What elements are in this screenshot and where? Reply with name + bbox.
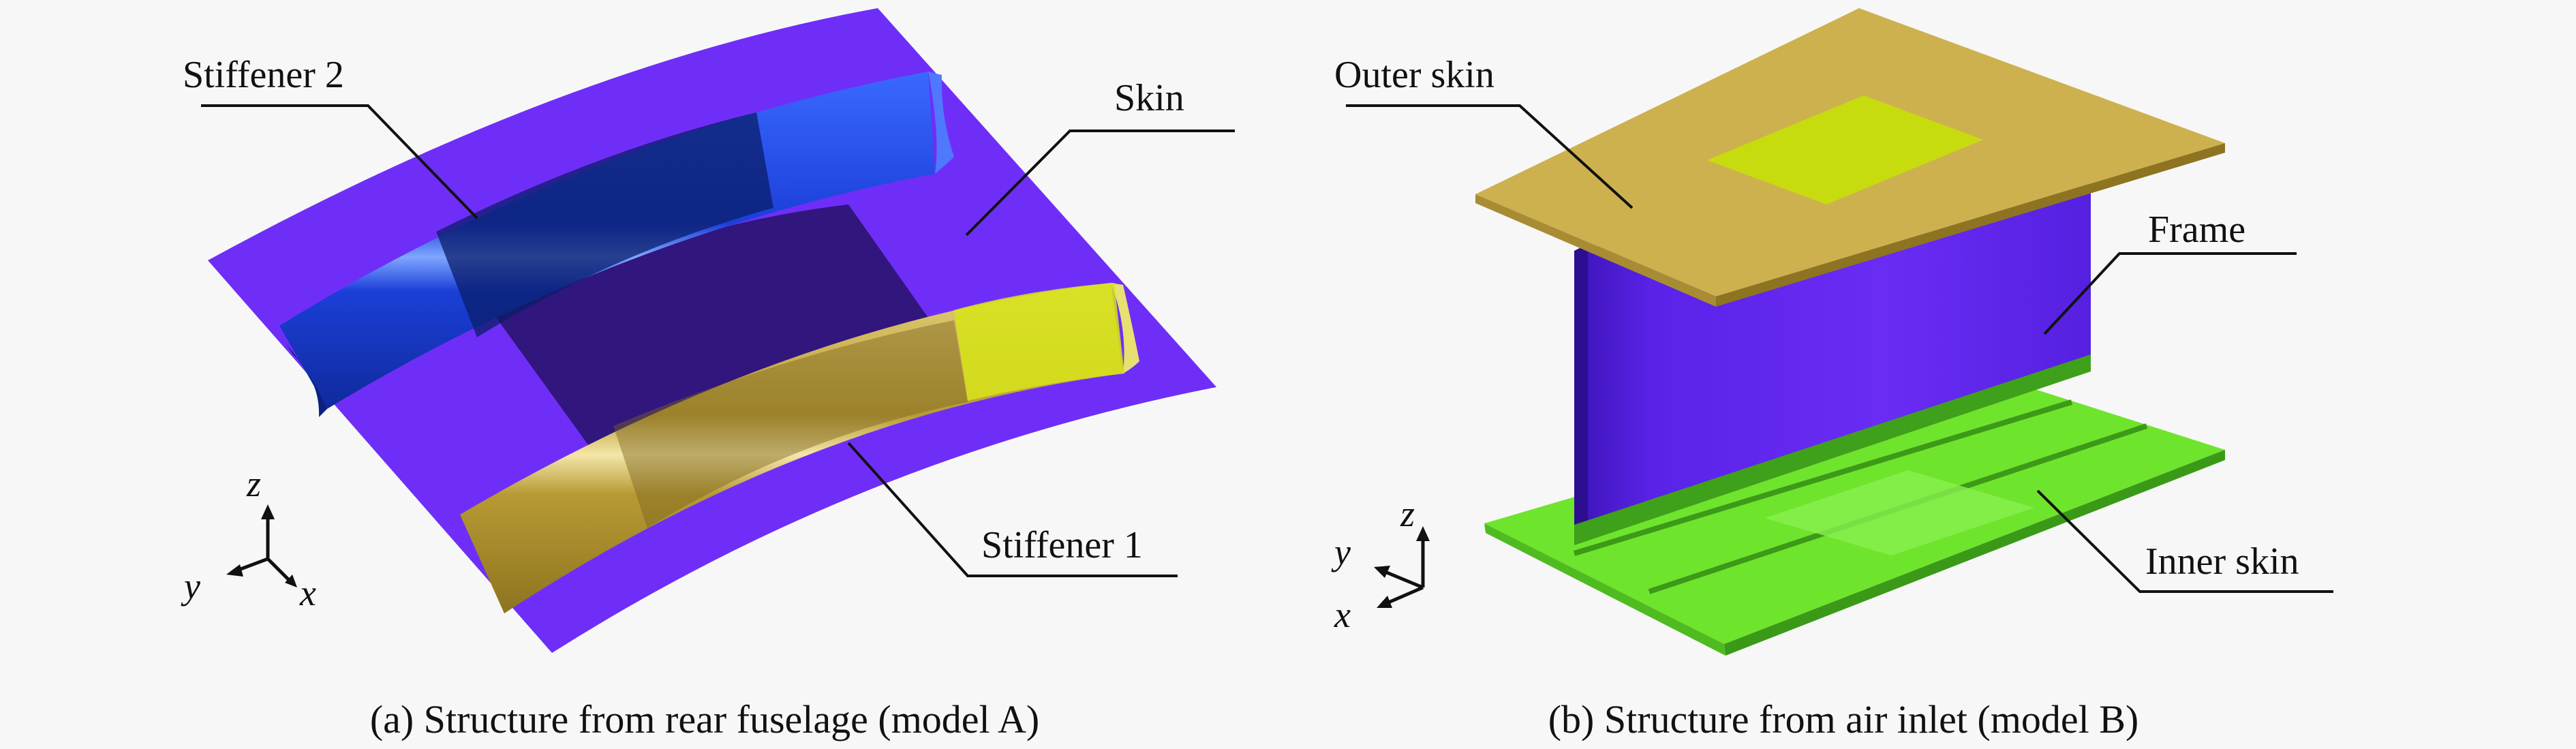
skin-shadow — [491, 204, 954, 470]
caption-b: (b) Structure from air inlet (model B) — [1548, 697, 2139, 742]
outer-skin-edge-right — [1716, 143, 2225, 307]
stiffener-1-body — [460, 283, 1123, 613]
stiffener-2-flange — [286, 344, 327, 417]
label-stiffener-2: Stiffener 2 — [183, 54, 344, 96]
inner-skin-stringer-1 — [1573, 399, 2073, 556]
inner-skin-edge-left — [1484, 523, 1726, 656]
axis-triad-b — [1374, 526, 1430, 608]
leader-skin — [965, 129, 1235, 236]
frame-flange — [1574, 244, 1588, 538]
label-skin: Skin — [1114, 77, 1184, 119]
label-inner-skin: Inner skin — [2145, 540, 2299, 583]
frame-base — [1574, 354, 2091, 545]
outer-skin-edge-front — [1475, 194, 1716, 307]
stiffener-2-overlap — [436, 112, 773, 337]
stiffener-1-end — [1111, 283, 1139, 373]
caption-a: (a) Structure from rear fuselage (model … — [370, 697, 1039, 742]
stiffener-2-end — [928, 72, 954, 174]
leader-inner-skin — [2036, 489, 2333, 593]
leader-stiffener-2 — [201, 104, 478, 219]
inner-skin-edge — [1724, 450, 2225, 656]
axis-x-a: x — [299, 572, 316, 613]
model-a-structure — [208, 8, 1216, 653]
stiffener-1-highlight — [954, 283, 1124, 401]
leader-frame — [2043, 252, 2297, 335]
label-stiffener-1: Stiffener 1 — [981, 524, 1143, 566]
leader-outer-skin — [1346, 104, 1634, 209]
label-outer-skin: Outer skin — [1334, 54, 1494, 96]
model-b-structure — [1475, 8, 2225, 656]
axis-y-b: y — [1331, 532, 1351, 572]
axis-x-b: x — [1334, 594, 1351, 635]
axis-z-a: z — [246, 463, 261, 504]
outer-skin-patch — [1707, 95, 1983, 204]
inner-skin-patch — [1765, 470, 2034, 555]
axis-z-b: z — [1400, 493, 1415, 534]
axis-y-a: y — [181, 566, 200, 607]
leader-stiffener-1 — [847, 442, 1178, 577]
axis-triad-a — [226, 504, 297, 587]
label-frame: Frame — [2148, 209, 2245, 251]
stiffener-1-overlap — [613, 320, 968, 528]
